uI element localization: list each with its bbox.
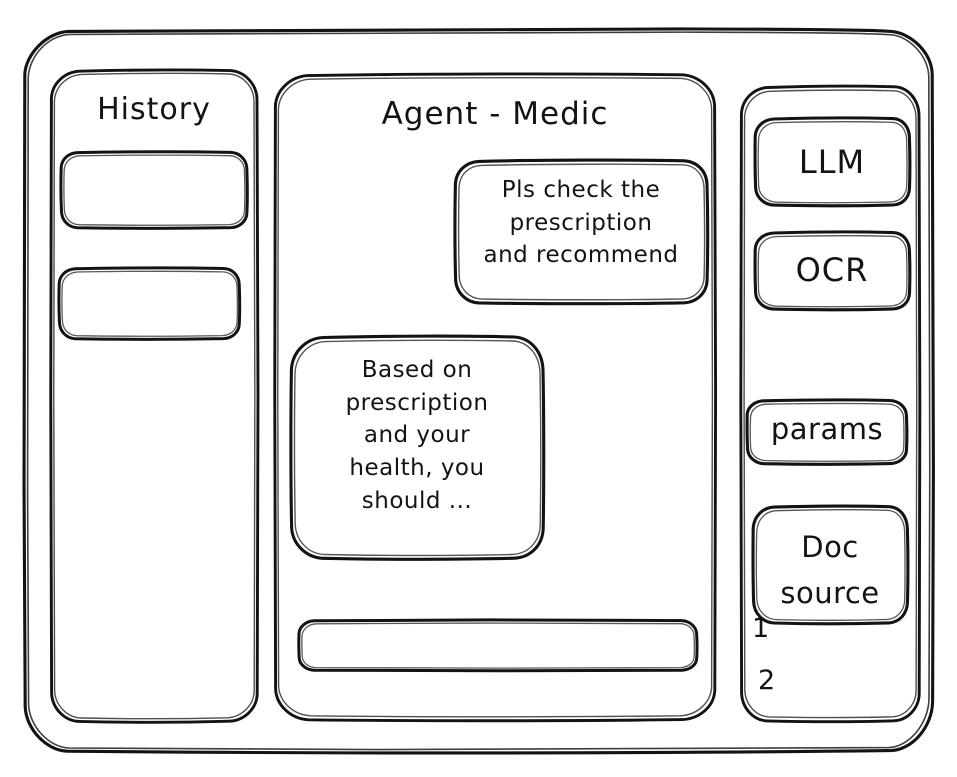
doc-source-ref-item[interactable]: 2: [758, 665, 776, 696]
tool-button-ocr[interactable]: OCR: [752, 230, 912, 312]
history-list-item[interactable]: [56, 266, 242, 341]
agent-panel-title: Agent - Medic: [381, 96, 609, 132]
doc-source-panel[interactable]: Doc source: [750, 504, 910, 626]
chat-bubble-user: Pls check the prescription and recommend: [452, 158, 710, 306]
tool-button-params-label: params: [770, 412, 884, 446]
history-list-item[interactable]: [58, 150, 250, 230]
tool-button-llm[interactable]: LLM: [752, 116, 912, 208]
tool-button-ocr-label: OCR: [795, 251, 869, 289]
history-panel-title: History: [97, 92, 211, 127]
tool-button-params[interactable]: params: [744, 398, 910, 466]
doc-source-ref-item[interactable]: 1: [752, 613, 770, 644]
chat-bubble-assistant-text: Based on prescription and your health, y…: [345, 357, 489, 514]
chat-bubble-assistant: Based on prescription and your health, y…: [288, 334, 546, 562]
tool-button-llm-label: LLM: [798, 143, 866, 181]
message-input[interactable]: [296, 618, 700, 673]
chat-bubble-user-text: Pls check the prescription and recommend: [483, 177, 679, 269]
doc-source-label: Doc source: [780, 530, 880, 611]
